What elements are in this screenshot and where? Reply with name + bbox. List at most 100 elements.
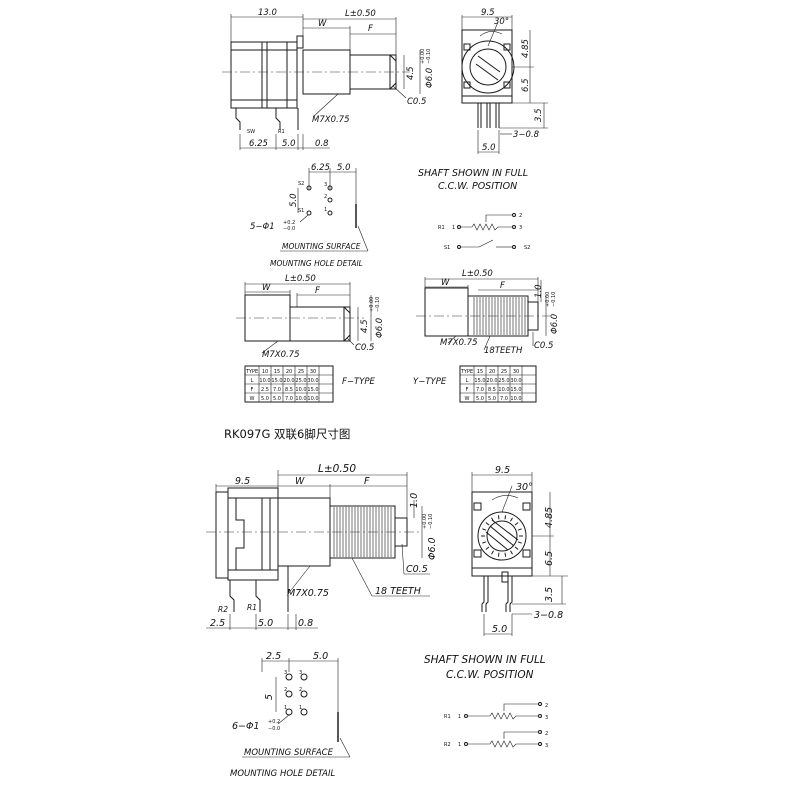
ftype-table-cell: TYPE (245, 369, 258, 375)
ytype-dia: Φ6.0 (550, 314, 560, 334)
ftype-table-cell: 30 (310, 369, 316, 375)
bottom-schem-r1-1: 1 (458, 714, 461, 720)
ytype-table-cell: 15.0 (474, 378, 485, 384)
bottom-mount-hole: 6−Φ1 (232, 721, 260, 732)
bottom-side-chamfer: C0.5 (406, 564, 428, 575)
top-front-h1: 4.85 (521, 39, 531, 58)
gear-tooth (510, 517, 513, 522)
bottom-side-d08: 0.8 (298, 618, 313, 629)
top-schem-r1: R1 (438, 225, 445, 231)
top-mount-surface: MOUNTING SURFACE (282, 242, 361, 251)
ftype-w: W (262, 283, 271, 293)
top-side-d08: 0.8 (315, 139, 329, 149)
ytype-table-cell: 20 (489, 369, 495, 375)
ftype-label: F−TYPE (342, 377, 376, 387)
top-side-f: F (368, 24, 373, 34)
top-front-base: 5.0 (482, 143, 496, 153)
top-note-1: SHAFT SHOWN IN FULL (418, 168, 528, 179)
bottom-mount-n1b: 1 (299, 705, 302, 711)
ftype-dia: Φ6.0 (375, 318, 385, 338)
ftype-tol-up: +0.00 (369, 297, 375, 312)
top-note-2: C.C.W. POSITION (438, 181, 517, 192)
ftype-table-cell: 7.0 (285, 396, 293, 402)
top-schem-s2: S2 (524, 245, 530, 251)
ftype-table-cell: 15.0 (271, 378, 282, 384)
bottom-front-base: 5.0 (492, 624, 507, 635)
bottom-mount-n3a: 3 (284, 670, 287, 676)
ytype-table-cell: 7.0 (476, 387, 484, 393)
ytype-tol-up: +0.00 (545, 292, 551, 307)
ytype-w: W (441, 278, 450, 288)
top-side-d45: 4.5 (406, 66, 416, 80)
bottom-front-h2: 6.5 (544, 551, 555, 566)
bottom-front-angle: 30° (516, 482, 533, 493)
gear-tooth (482, 528, 487, 531)
ytype-table: TYPELFW1515.07.05.02020.08.55.02525.010.… (459, 365, 537, 403)
top-front-angle: 30° (494, 17, 509, 27)
top-side-chamfer: C0.5 (407, 97, 426, 107)
bottom-schem-r2-1: 1 (458, 742, 461, 748)
ytype-table-cell: 30 (513, 369, 519, 375)
bottom-note-2: C.C.W. POSITION (446, 669, 534, 681)
top-front-w: 9.5 (481, 8, 495, 18)
gear-tooth (485, 546, 490, 550)
top-side-w: W (318, 19, 327, 29)
bottom-schem-r1-3: 3 (545, 715, 548, 721)
gear-tooth (504, 552, 507, 557)
bottom-side-w: W (295, 476, 305, 487)
bottom-side-d50: 5.0 (258, 618, 273, 629)
bottom-side-dia: Φ6.0 (427, 537, 438, 560)
bottom-side-view: 9.5 W L±0.50 F 1.0 Φ6.0 +0.00 −0.10 C0.5… (206, 463, 438, 630)
ftype-tol-dn: −0.10 (375, 297, 381, 312)
drawing-caption: RK097G 双联6脚尺寸图 (224, 427, 350, 441)
ytype-table-cell: TYPE (460, 369, 473, 375)
ftype-view: L±0.50 W F 4.5 Φ6.0 +0.00 −0.10 C0.5 M7X… (236, 274, 385, 360)
top-mount-d625: 6.25 (311, 163, 330, 173)
ftype-table-cell: W (250, 396, 255, 402)
top-side-thread: M7X0.75 (312, 115, 350, 125)
ftype-table-cell: 2.5 (261, 387, 269, 393)
ytype-table-cell: 25.0 (498, 378, 509, 384)
ftype-table-cell: 5.0 (273, 396, 281, 402)
bottom-mount-hole-up: +0.2 (268, 719, 280, 725)
ftype-table-cell: 25 (298, 369, 304, 375)
ytype-teeth: 18TEETH (484, 346, 523, 356)
bottom-front-pin: 3−0.8 (534, 610, 563, 621)
top-side-l: L±0.50 (345, 9, 376, 19)
top-mount-detail: 6.25 5.0 5.0 S2 S1 3 2 1 5−Φ1 +0.2 −0.0 … (250, 163, 369, 268)
ftype-thread: M7X0.75 (262, 350, 300, 360)
bottom-schematic: R1 1 3 2 R2 1 3 2 (444, 702, 548, 749)
gear-tooth (491, 550, 494, 555)
top-mount-n3: 3 (324, 182, 327, 188)
bottom-mount-n2b: 2 (299, 687, 302, 693)
top-mount-v5: 5.0 (289, 193, 299, 207)
bottom-schem-r1: R1 (444, 714, 451, 720)
gear-tooth (497, 515, 500, 520)
gear-tooth (514, 522, 519, 526)
ytype-table-cell: 30.0 (510, 378, 521, 384)
top-mount-hole-up: +0.2 (283, 220, 295, 226)
top-schem-3: 3 (519, 225, 522, 231)
top-side-tol-up: +0.00 (420, 49, 426, 64)
ytype-tol-dn: −0.10 (551, 292, 557, 307)
ytype-label: Y−TYPE (413, 377, 447, 387)
bottom-schem-r2-3: 3 (545, 743, 548, 749)
gear-tooth (504, 515, 507, 520)
top-schem-2: 2 (519, 213, 522, 219)
bottom-mount-detail-label: MOUNTING HOLE DETAIL (230, 769, 335, 779)
ytype-table-cell: 20.0 (486, 378, 497, 384)
gear-tooth (482, 541, 487, 544)
bottom-side-tol-up: +0.00 (422, 514, 428, 529)
bottom-side-tol-dn: −0.10 (428, 514, 434, 529)
ytype-table-cell: 15 (477, 369, 483, 375)
ftype-table-cell: 10.0 (259, 378, 270, 384)
ytype-table-cell: 10.0 (498, 387, 509, 393)
bottom-front-w: 9.5 (495, 465, 510, 476)
bottom-mount-v5: 5 (264, 694, 275, 700)
bottom-mount-detail: 2.5 5.0 5 3 2 1 3 2 1 6−Φ1 +0.2 −0.0 MOU… (230, 651, 351, 779)
bottom-mount-n1a: 1 (284, 705, 287, 711)
top-mount-s2: S2 (298, 181, 304, 187)
top-mount-hole: 5−Φ1 (250, 222, 275, 232)
bottom-mount-d50: 5.0 (313, 651, 328, 662)
ytype-chamfer: C0.5 (534, 341, 553, 351)
